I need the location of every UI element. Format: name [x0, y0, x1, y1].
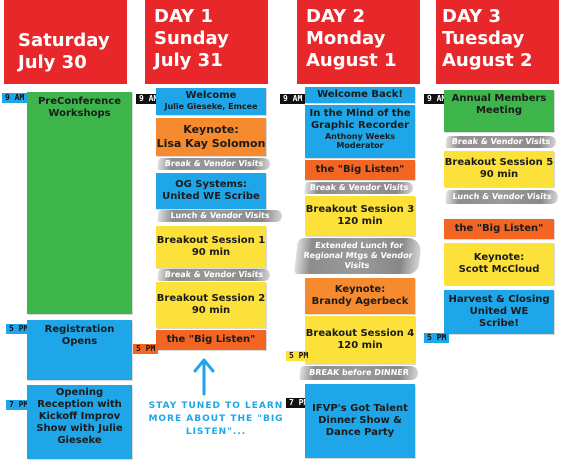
- breakout-title: Breakout Session 3: [305, 204, 415, 215]
- time-9am-sat: 9 AM: [2, 93, 28, 103]
- tue-lunch: Lunch & Vendor Visits: [445, 190, 559, 204]
- breakout-title: Breakout Session 1: [156, 235, 266, 246]
- header-date: August 1: [306, 50, 397, 71]
- tue-harvest-closing: Harvest & Closing United WE Scribe!: [444, 290, 554, 334]
- time-9am-tue: 9 AM: [424, 94, 450, 104]
- opening-reception: Opening Reception with Kickoff Improv Sh…: [27, 385, 132, 459]
- og-subtitle: United WE Scribe: [162, 191, 260, 202]
- breakout-title: Breakout Session 5: [444, 157, 554, 168]
- mon-welcome-back: Welcome Back!: [305, 87, 415, 103]
- breakout-title: Breakout Session 2: [156, 293, 266, 304]
- header-daynum: DAY 3: [442, 6, 501, 27]
- breakout-length: 120 min: [337, 216, 383, 227]
- mon-extended-lunch: Extended Lunch for Regional Mtgs & Vendo…: [294, 238, 422, 274]
- tue-big-listen: the "Big Listen": [444, 219, 554, 239]
- welcome-title: Welcome: [185, 90, 237, 101]
- time-7pm-sat: 7 PM: [6, 400, 32, 410]
- reception-line1: Opening Reception with: [37, 387, 122, 410]
- header-day: Tuesday: [442, 28, 525, 49]
- header-daynum: DAY 2: [306, 6, 365, 27]
- reception-line2: Kickoff Improv Show with Julie Gieseke: [36, 411, 123, 446]
- header-day: Monday: [306, 28, 386, 49]
- breakout-title: Breakout Session 4: [305, 328, 415, 339]
- sun-lunch: Lunch & Vendor Visits: [157, 210, 283, 222]
- mon-breakout-3: Breakout Session 3 120 min: [305, 196, 415, 236]
- breakout-length: 90 min: [191, 247, 231, 258]
- header-date: August 2: [442, 50, 533, 71]
- breakout-length: 90 min: [479, 169, 519, 180]
- mind-speaker: Anthony Weeks: [324, 132, 396, 141]
- header-day: Sunday: [154, 28, 229, 49]
- header-day2: DAY 2 Monday August 1: [297, 0, 420, 84]
- header-saturday: Saturday July 30: [4, 0, 127, 84]
- time-5pm-sun: 5 PM: [133, 344, 159, 354]
- header-day1: DAY 1 Sunday July 31: [145, 0, 268, 84]
- tue-annual-meeting: Annual Members Meeting: [444, 90, 554, 132]
- tue-breakout-5: Breakout Session 5 90 min: [444, 151, 554, 187]
- tue-keynote: Keynote: Scott McCloud: [444, 243, 554, 285]
- og-title: OG Systems:: [175, 179, 247, 190]
- mind-title: In the Mind of the Graphic Recorder: [309, 108, 411, 131]
- mind-role: Moderator: [336, 141, 384, 150]
- header-day3: DAY 3 Tuesday August 2: [436, 0, 559, 84]
- breakout-length: 90 min: [191, 305, 231, 316]
- header-daynum: DAY 1: [154, 6, 213, 27]
- tue-break-1: Break & Vendor Visits: [445, 136, 557, 148]
- sun-breakout-2: Breakout Session 2 90 min: [156, 282, 266, 328]
- up-arrow-icon: [193, 358, 215, 396]
- mon-keynote: Keynote: Brandy Agerbeck: [305, 278, 415, 314]
- sun-big-listen: the "Big Listen": [156, 330, 266, 350]
- mon-break-dinner: BREAK before DINNER: [299, 366, 419, 380]
- time-9am-mon: 9 AM: [280, 94, 306, 104]
- time-5pm-sat: 5 PM: [6, 324, 32, 334]
- header-day: Saturday: [18, 30, 110, 51]
- header-date: July 31: [154, 50, 223, 71]
- big-listen-note: STAY TUNED TO LEARN MORE ABOUT THE "BIG …: [148, 401, 284, 437]
- keynote-speaker: Lisa Kay Solomon: [156, 137, 266, 150]
- registration-opens: Registration Opens: [27, 320, 132, 380]
- welcome-emcee: Julie Gieseke, Emcee: [164, 102, 258, 111]
- sun-keynote: Keynote: Lisa Kay Solomon: [156, 118, 266, 156]
- keynote-label: Keynote:: [334, 284, 386, 295]
- header-date: July 30: [18, 52, 87, 73]
- sun-welcome: Welcome Julie Gieseke, Emcee: [156, 88, 266, 115]
- breakout-length: 120 min: [337, 340, 383, 351]
- preconference-workshops: PreConference Workshops: [27, 92, 132, 314]
- sun-break-2: Break & Vendor Visits: [157, 269, 271, 281]
- time-9am-sun: 9 AM: [136, 94, 162, 104]
- time-5pm-mon: 5 PM: [286, 351, 312, 361]
- keynote-label: Keynote:: [473, 252, 525, 263]
- mon-dinner-show: IFVP's Got Talent Dinner Show & Dance Pa…: [305, 384, 415, 458]
- mon-breakout-4: Breakout Session 4 120 min: [305, 316, 415, 364]
- sun-og-systems: OG Systems: United WE Scribe: [156, 173, 266, 209]
- sun-breakout-1: Breakout Session 1 90 min: [156, 226, 266, 268]
- mon-break-1: Break & Vendor Visits: [304, 182, 414, 194]
- time-5pm-tue: 5 PM: [424, 333, 450, 343]
- sun-break-1: Break & Vendor Visits: [157, 158, 271, 170]
- keynote-speaker: Brandy Agerbeck: [311, 296, 409, 307]
- mon-big-listen: the "Big Listen": [305, 160, 415, 180]
- keynote-label: Keynote:: [183, 123, 239, 136]
- mon-graphic-recorder: In the Mind of the Graphic Recorder Anth…: [305, 105, 415, 158]
- time-7pm-mon: 7 PM: [286, 398, 312, 408]
- keynote-speaker: Scott McCloud: [458, 264, 540, 275]
